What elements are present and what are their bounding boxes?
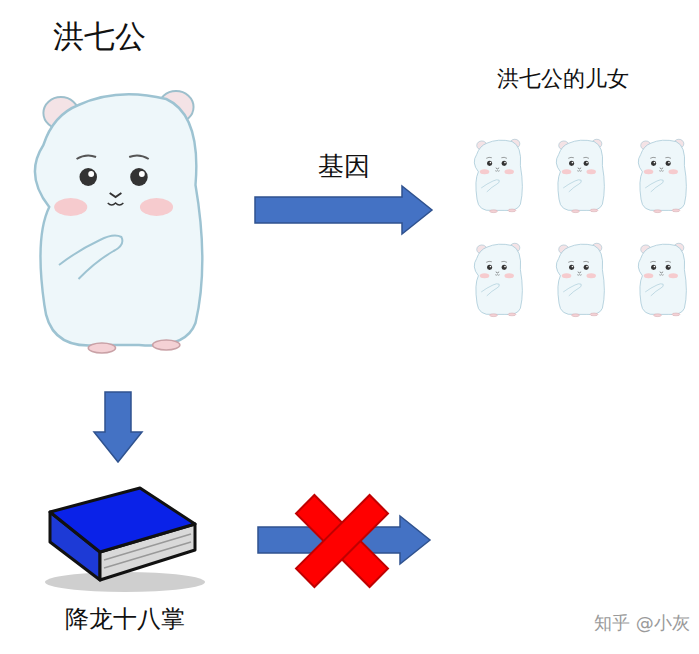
figure-node: 降龙十八掌 — [40, 462, 210, 642]
figure-node: 洪七公 — [15, 10, 255, 392]
watermark: 知乎 @小灰 — [594, 612, 690, 634]
book-icon — [45, 488, 205, 592]
node-heading: 洪七公 — [53, 18, 146, 55]
node-heading: 降龙十八掌 — [65, 605, 185, 634]
block-arrow — [94, 392, 142, 462]
arrow-label: 基因 — [318, 151, 370, 182]
node-heading: 洪七公的儿女 — [497, 66, 629, 92]
figure-node: 洪七公的儿女 — [432, 60, 694, 330]
small-hamsters — [474, 139, 686, 316]
big-hamster — [35, 91, 202, 353]
block-arrow — [255, 186, 432, 234]
red-cross — [296, 495, 388, 587]
